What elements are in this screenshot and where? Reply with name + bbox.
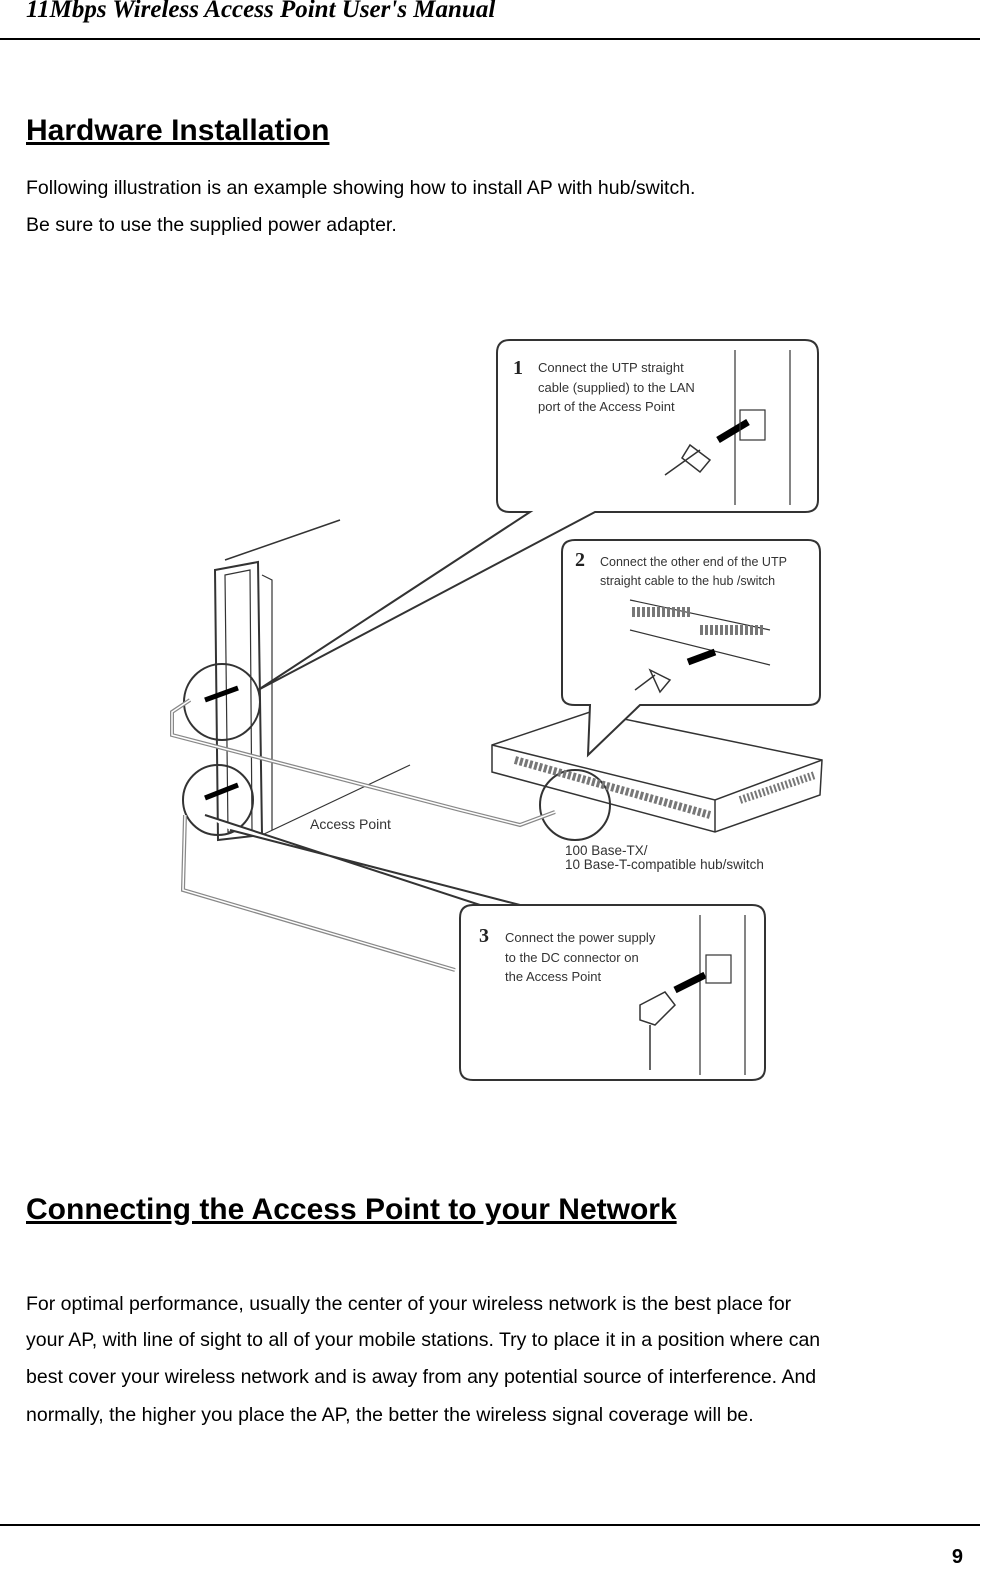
step-1-line-1: Connect the UTP straight — [538, 360, 684, 375]
step-3-line-1: Connect the power supply — [505, 930, 656, 945]
step-2-number: 2 — [575, 549, 585, 571]
hub-label-line-1: 100 Base-TX/ — [565, 843, 648, 858]
step-3-line-2: to the DC connector on — [505, 950, 639, 965]
intro-line-2: Be sure to use the supplied power adapte… — [26, 214, 397, 236]
body-line-3: best cover your wireless network and is … — [26, 1366, 817, 1388]
dc-port-circle — [182, 764, 254, 836]
callout-step-1 — [257, 339, 819, 691]
hub-port-circle — [539, 769, 611, 841]
body-line-4: normally, the higher you place the AP, t… — [26, 1404, 754, 1426]
step-3-number: 3 — [479, 925, 489, 947]
step-1-line-2: cable (supplied) to the LAN — [538, 380, 695, 395]
page-number: 9 — [951, 1546, 963, 1568]
section-title-connecting: Connecting the Access Point to your Netw… — [26, 1193, 677, 1226]
access-point-drawing — [213, 519, 411, 842]
body-line-1: For optimal performance, usually the cen… — [26, 1293, 792, 1315]
step-2-line-2: straight cable to the hub /switch — [600, 574, 775, 588]
access-point-label: Access Point — [310, 816, 391, 832]
section-title-hardware-installation: Hardware Installation — [26, 114, 330, 147]
step-2-line-1: Connect the other end of the UTP — [600, 555, 787, 569]
step-1-number: 1 — [513, 357, 523, 379]
running-header: 11Mbps Wireless Access Point User's Manu… — [26, 0, 496, 23]
callout-step-2 — [561, 539, 821, 758]
callout-step-3 — [204, 814, 766, 1081]
footer-rule — [0, 1524, 980, 1526]
hub-label-line-2: 10 Base-T-compatible hub/switch — [565, 857, 764, 872]
step-1-line-3: port of the Access Point — [538, 399, 675, 414]
lan-port-circle — [183, 663, 261, 741]
intro-line-1: Following illustration is an example sho… — [26, 177, 696, 199]
body-line-2: your AP, with line of sight to all of yo… — [26, 1329, 821, 1351]
step-3-line-3: the Access Point — [505, 969, 601, 984]
header-rule — [0, 38, 980, 40]
